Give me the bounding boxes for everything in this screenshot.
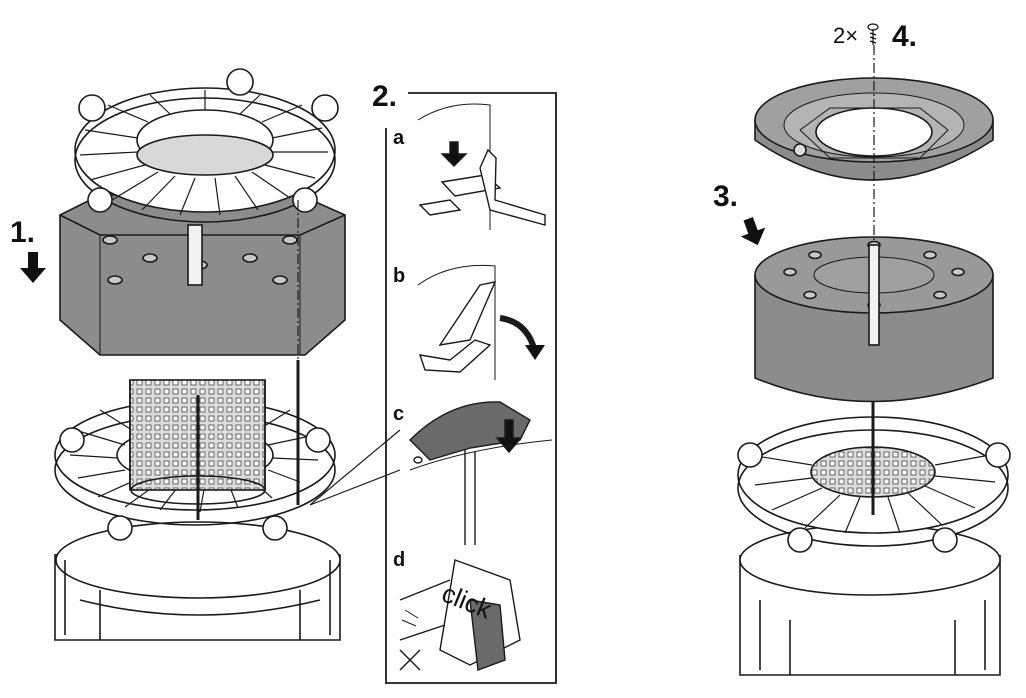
gray-cylinder-right <box>754 236 994 403</box>
substep-a-illustration <box>417 103 546 230</box>
top-cap-right <box>754 77 994 181</box>
top-ring-left <box>74 68 339 223</box>
step-3-label: 3. <box>713 180 739 213</box>
substep-d-illustration: click <box>399 559 521 671</box>
substep-c-illustration <box>409 401 553 545</box>
right-assembly <box>737 45 1011 676</box>
strainer-left <box>129 360 300 520</box>
screw-icon <box>867 23 879 45</box>
step-2-label: 2. <box>372 80 398 113</box>
cross-mark-icon <box>399 649 421 671</box>
substep-a-label: a <box>393 127 405 149</box>
substep-c-label: c <box>393 403 405 425</box>
gray-housing-left <box>59 194 346 356</box>
substep-d-label: d <box>393 549 406 571</box>
step-1-label: 1. <box>10 216 36 249</box>
lower-ring-right <box>737 400 1011 553</box>
substep-b-illustration <box>417 264 545 380</box>
screw-quantity-label: 2× <box>833 23 859 48</box>
down-arrow-icon <box>440 141 468 167</box>
bottom-housing-right <box>739 524 1001 676</box>
step-4-label: 4. <box>892 20 918 53</box>
down-arrow-icon <box>20 252 46 283</box>
step2-panel: click <box>385 92 557 684</box>
down-arrow-icon <box>740 217 766 246</box>
bottom-housing-left <box>54 521 341 641</box>
substep-b-label: b <box>393 265 406 287</box>
left-assembly <box>54 68 401 641</box>
